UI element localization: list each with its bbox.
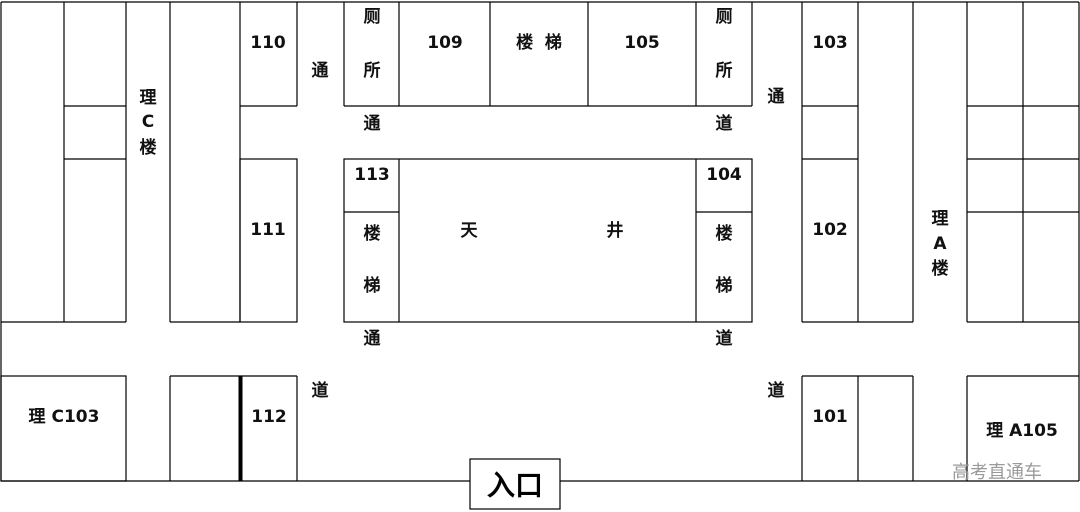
c-block-char: 楼 [140, 137, 157, 158]
toilet-right-char: 厕 [716, 7, 733, 27]
stairs-right-char: 梯 [716, 275, 733, 296]
atrium-char: 井 [607, 220, 624, 241]
room-c103: 理 C103 [29, 407, 100, 427]
c-block-char: C [142, 112, 154, 132]
entrance: 入口 [469, 458, 561, 510]
room-102: 102 [812, 220, 848, 240]
room-104: 104 [706, 165, 742, 185]
stairs-left-char: 梯 [364, 275, 381, 296]
passage-upper-right: 道 [716, 113, 733, 134]
room-110: 110 [250, 33, 286, 53]
passage-right-char: 道 [768, 380, 785, 401]
c-block-char: 理 [140, 88, 157, 108]
room-a105: 理 A105 [986, 421, 1058, 441]
c-block-label: 理 C 楼 [140, 88, 157, 158]
room-111: 111 [250, 220, 286, 240]
room-112: 112 [251, 407, 287, 427]
room-101: 101 [812, 407, 848, 427]
walls [0, 1, 1080, 482]
room-105: 105 [624, 33, 660, 53]
a-block-char: 楼 [932, 258, 949, 279]
passage-upper-left: 通 [364, 114, 381, 134]
toilet-right-char: 所 [716, 61, 733, 81]
room-103: 103 [812, 33, 848, 53]
entrance-label: 入口 [487, 469, 543, 502]
toilet-left-char: 厕 [364, 7, 381, 27]
watermark: 高考直通车 [952, 462, 1042, 483]
stairs-right-char: 楼 [716, 223, 733, 244]
stairs-top: 楼 梯 [516, 32, 562, 53]
passage-lower-left: 通 [364, 329, 381, 349]
passage-left-char: 道 [312, 380, 329, 401]
passage-left-char: 通 [312, 61, 329, 81]
a-block-char: A [933, 234, 947, 254]
passage-right-char: 通 [768, 87, 785, 107]
toilet-left-char: 所 [364, 61, 381, 81]
a-block-label: 理 A 楼 [932, 209, 949, 279]
room-113: 113 [354, 165, 390, 185]
a-block-char: 理 [932, 209, 949, 229]
stairs-left-char: 楼 [364, 223, 381, 244]
thick-wall [238, 376, 243, 481]
passage-lower-right: 道 [716, 328, 733, 349]
room-109: 109 [427, 33, 463, 53]
atrium-char: 天 [461, 221, 479, 241]
